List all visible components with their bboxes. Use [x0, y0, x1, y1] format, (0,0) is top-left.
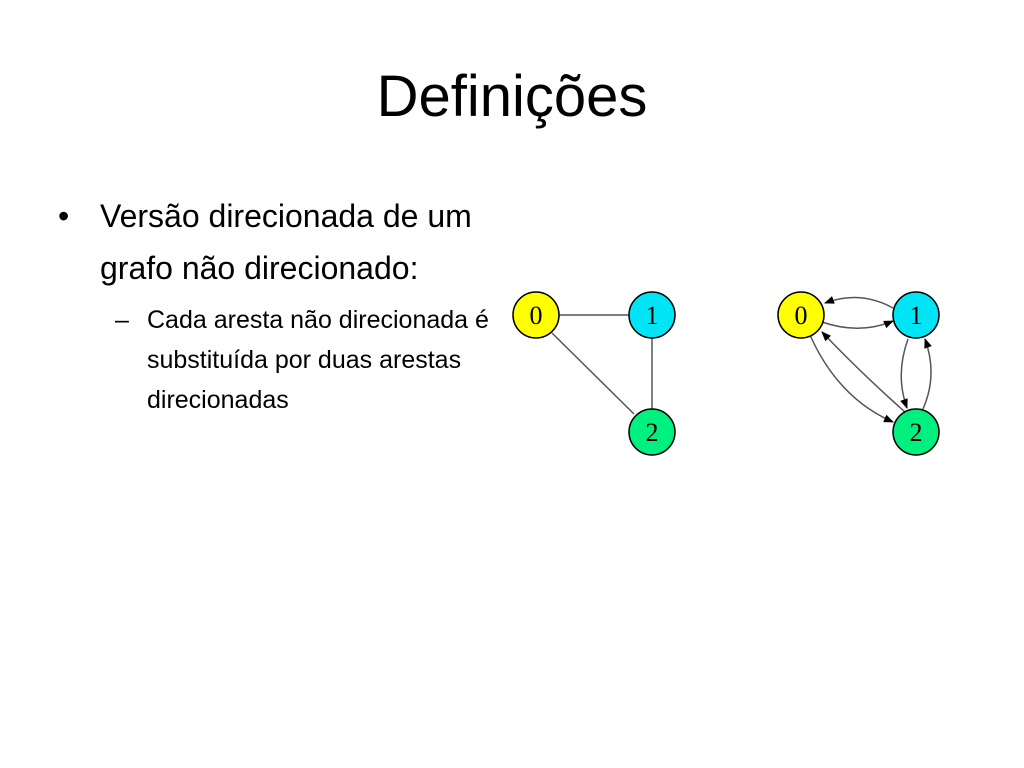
node-label: 2 [646, 418, 659, 447]
directed-graph: 0 1 2 [777, 291, 940, 456]
directed-edge-1-0 [824, 296, 894, 309]
node-label: 2 [910, 418, 923, 447]
directed-node-2: 2 [892, 408, 940, 456]
bullet-item: • Versão direcionada de um grafo não dir… [58, 190, 498, 294]
undirected-node-1: 1 [628, 291, 676, 339]
sub-bullet-item: – Cada aresta não direcionada é substitu… [115, 300, 498, 420]
undirected-node-0: 0 [512, 291, 560, 339]
bullet-text: Versão direcionada de um grafo não direc… [100, 198, 472, 286]
directed-edge-1-2 [900, 338, 909, 409]
node-label: 1 [910, 301, 923, 330]
directed-edge-0-2 [809, 334, 894, 423]
sub-bullet-text: Cada aresta não direcionada é substituíd… [147, 306, 489, 414]
bullet-list: • Versão direcionada de um grafo não dir… [58, 190, 498, 420]
undirected-edge-0-2 [551, 332, 635, 415]
node-label: 0 [795, 301, 808, 330]
directed-node-0: 0 [777, 291, 825, 339]
directed-edge-2-0 [821, 331, 906, 413]
slide-title: Definições [376, 64, 648, 129]
directed-edge-2-1 [922, 338, 932, 410]
undirected-graph: 0 1 2 [512, 291, 676, 456]
node-label: 1 [646, 301, 659, 330]
undirected-node-2: 2 [628, 408, 676, 456]
node-label: 0 [530, 301, 543, 330]
directed-node-1: 1 [892, 291, 940, 339]
bullet-marker: • [58, 198, 70, 234]
sub-bullet-marker: – [115, 306, 129, 334]
directed-edge-0-1 [821, 320, 894, 329]
